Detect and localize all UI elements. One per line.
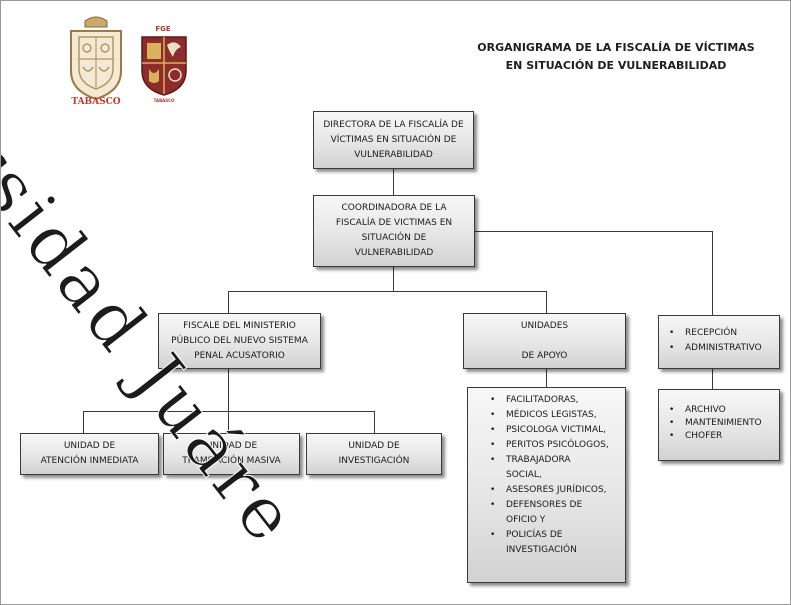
chart-title: ORGANIGRAMA DE LA FISCALÍA DE VÍCTIMAS E… [446, 39, 786, 75]
fge-shield-logo [139, 33, 189, 97]
node-investigacion-line: UNIDAD DE [348, 441, 400, 451]
chart-title-line-1: ORGANIGRAMA DE LA FISCALÍA DE VÍCTIMAS [477, 41, 755, 54]
connector-recepcion-to-archivo [712, 369, 713, 389]
connector-to-recepcion [712, 231, 713, 315]
node-tramitacion-line: TRAMITACIÓN MASIVA [182, 456, 281, 466]
node-unidades-apoyo-line: UNIDADES [520, 320, 569, 331]
tabasco-logo-label: TABASCO [71, 97, 121, 107]
chart-title-line-2: EN SITUACIÓN DE VULNERABILIDAD [505, 59, 727, 72]
recepcion-list: RECEPCIÓN ADMINISTRATIVO [669, 326, 762, 356]
node-fiscale-line: PENAL ACUSATORIO [194, 350, 285, 361]
node-coordinadora-line: COORDINADORA DE LA [341, 203, 447, 213]
node-atencion-line: UNIDAD DE [63, 441, 116, 451]
connector-coordinadora-down [393, 267, 394, 291]
connector-coordinadora-right [475, 231, 713, 232]
node-unidades-de-apoyo: UNIDADES DE APOYO [463, 313, 626, 369]
list-item: MANTENIMIENTO [669, 417, 762, 430]
connector-directora-coordinadora [393, 169, 394, 195]
node-coordinadora-line: VULNERABILIDAD [354, 248, 434, 258]
list-item: TRABAJADORA [490, 453, 609, 468]
tabasco-coat-of-arms-logo [63, 15, 129, 107]
list-item: FACILITADORAS, [490, 393, 609, 408]
node-directora-line: DIRECTORA DE LA FISCALÍA DE [323, 119, 464, 130]
list-item-continuation: OFICIO Y [506, 515, 546, 525]
list-item: RECEPCIÓN [669, 326, 762, 341]
node-archivo-list: ARCHIVO MANTENIMIENTO CHOFER [658, 389, 780, 461]
list-item-continuation: INVESTIGACIÓN [506, 545, 577, 555]
connector-level3-bus [83, 411, 375, 412]
node-unidades-apoyo-line: DE APOYO [521, 350, 568, 361]
node-fiscale-ministerio-publico: FISCALE DEL MINISTERIO PÚBLICO DEL NUEVO… [158, 313, 321, 369]
list-item: ADMINISTRATIVO [669, 341, 762, 356]
list-item: ASESORES JURÍDICOS, [490, 483, 609, 498]
list-item: MÉDICOS LEGISTAS, [490, 408, 609, 423]
connector-to-atencion [83, 411, 84, 433]
list-item: DEFENSORES DE [490, 498, 609, 513]
archivo-list: ARCHIVO MANTENIMIENTO CHOFER [669, 404, 762, 443]
connector-to-investigacion [374, 411, 375, 433]
node-atencion-line: ATENCIÓN INMEDIATA [40, 456, 139, 466]
connector-to-unidades-apoyo [546, 291, 547, 313]
list-item-continuation: SOCIAL, [506, 470, 542, 480]
node-fiscale-line: PÚBLICO DEL NUEVO SISTEMA [171, 335, 308, 346]
node-apoyo-personnel-list: FACILITADORAS, MÉDICOS LEGISTAS, PSICOLO… [467, 387, 626, 583]
connector-apoyo-to-list [546, 369, 547, 389]
list-item: PSICOLOGA VICTIMAL, [490, 423, 609, 438]
node-recepcion-administrativo: RECEPCIÓN ADMINISTRATIVO [658, 315, 780, 369]
node-unidad-investigacion: UNIDAD DE INVESTIGACIÓN [306, 433, 442, 475]
node-fiscale-line: FISCALE DEL MINISTERIO [183, 320, 296, 331]
node-coordinadora-line: SITUACIÓN DE [361, 233, 427, 243]
node-tramitacion-line: UNIDAD DE [205, 441, 258, 451]
node-unidad-tramitacion-masiva: UNIDAD DE TRAMITACIÓN MASIVA [163, 433, 300, 475]
list-item: CHOFER [669, 430, 762, 443]
node-coordinadora: COORDINADORA DE LA FISCALÍA DE VICTIMAS … [313, 195, 475, 267]
fge-logo-sublabel: TABASCO [153, 98, 175, 103]
list-item: POLICÍAS DE [490, 528, 609, 543]
apoyo-list: FACILITADORAS, MÉDICOS LEGISTAS, PSICOLO… [490, 393, 609, 558]
node-unidad-atencion-inmediata: UNIDAD DE ATENCIÓN INMEDIATA [20, 433, 159, 475]
list-item: ARCHIVO [669, 404, 762, 417]
connector-fiscale-down [228, 369, 229, 433]
node-directora-line: VULNERABILIDAD [354, 149, 433, 160]
node-directora-line: VÍCTIMAS EN SITUACIÓN DE [330, 134, 457, 145]
node-coordinadora-line: FISCALÍA DE VICTIMAS EN [335, 218, 453, 228]
node-directora: DIRECTORA DE LA FISCALÍA DE VÍCTIMAS EN … [313, 111, 474, 169]
connector-level2-bus [228, 291, 546, 292]
node-investigacion-line: INVESTIGACIÓN [338, 456, 410, 466]
connector-to-fiscale [228, 291, 229, 313]
fge-logo-label: FGE [155, 25, 171, 33]
list-item: PERITOS PSICÓLOGOS, [490, 438, 609, 453]
